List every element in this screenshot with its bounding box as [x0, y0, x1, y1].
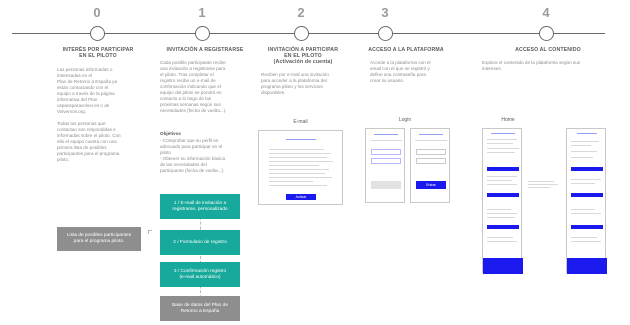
- objectives-title: Objetivos: [160, 131, 181, 136]
- flow-connector: [200, 207, 201, 303]
- flow-bracket: [148, 230, 152, 234]
- step-number-3: 3: [381, 5, 389, 20]
- password-field[interactable]: [371, 158, 401, 164]
- email-field[interactable]: [371, 149, 401, 155]
- step-number-1: 1: [198, 5, 206, 20]
- screen-label-email: E-mail: [293, 119, 308, 125]
- step-text-3: Accede a la plataforma con el email con …: [370, 60, 431, 83]
- password-field-filled[interactable]: [416, 158, 446, 164]
- screen-label-home: Home: [501, 117, 515, 123]
- step-title-1: INVITACIÓN A REGISTRARSE: [166, 47, 244, 53]
- step-number-0: 0: [93, 5, 101, 20]
- step-title-2: INVITACIÓN A PARTICIPAR EN EL PILOTO: [267, 47, 339, 60]
- step-subtitle-2: (Activación de cuenta): [273, 59, 333, 65]
- step-text-2: Reciben por e-mail una invitación para a…: [261, 72, 329, 95]
- box-registration-confirmation: 3 / Confirmación registro (e-mail automá…: [160, 262, 240, 287]
- step-number-4: 4: [542, 5, 550, 20]
- step-text-1: Cada posible participante recibe una inv…: [160, 60, 227, 113]
- objectives-text: - Comprobar que su perfil es adecuado pa…: [160, 138, 226, 173]
- box-invitation-email: 1 / E-mail de invitación a registrarse, …: [160, 194, 240, 219]
- timeline-node-2: [294, 26, 309, 41]
- step-title-0: INTERÉS POR PARTICIPAR EN EL PILOTO: [62, 47, 134, 60]
- screen-label-login: Login: [398, 117, 412, 123]
- box-registration-form: 2 / Formulario de registro: [160, 230, 240, 255]
- box-database: Base de datos del Plan de Retorno a Espa…: [160, 296, 240, 321]
- activate-button[interactable]: Activar: [286, 194, 316, 200]
- home-mockup-1: [482, 128, 523, 274]
- timeline-node-1: [195, 26, 210, 41]
- email-mockup: Activar: [258, 130, 343, 205]
- login-mockup-1: [365, 128, 405, 203]
- box-participant-list: Lista de posibles participantes para el …: [57, 227, 141, 251]
- enter-button[interactable]: Entrar: [416, 181, 446, 189]
- step-number-2: 2: [297, 5, 305, 20]
- step-text-4: Explora el contenido de la plataforma se…: [482, 60, 581, 71]
- email-field-filled[interactable]: [416, 149, 446, 155]
- step-text-0: Las personas informadas o interesadas en…: [57, 67, 121, 162]
- timeline-node-3: [378, 26, 393, 41]
- login-button-disabled: [371, 181, 401, 189]
- timeline-node-4: [539, 26, 554, 41]
- timeline-node-0: [90, 26, 105, 41]
- home-mockup-2: [566, 128, 607, 274]
- step-title-3: ACCESO A LA PLATAFORMA: [368, 47, 444, 53]
- step-title-4: ACCESO AL CONTENIDO: [515, 47, 581, 53]
- login-mockup-2: Entrar: [410, 128, 450, 203]
